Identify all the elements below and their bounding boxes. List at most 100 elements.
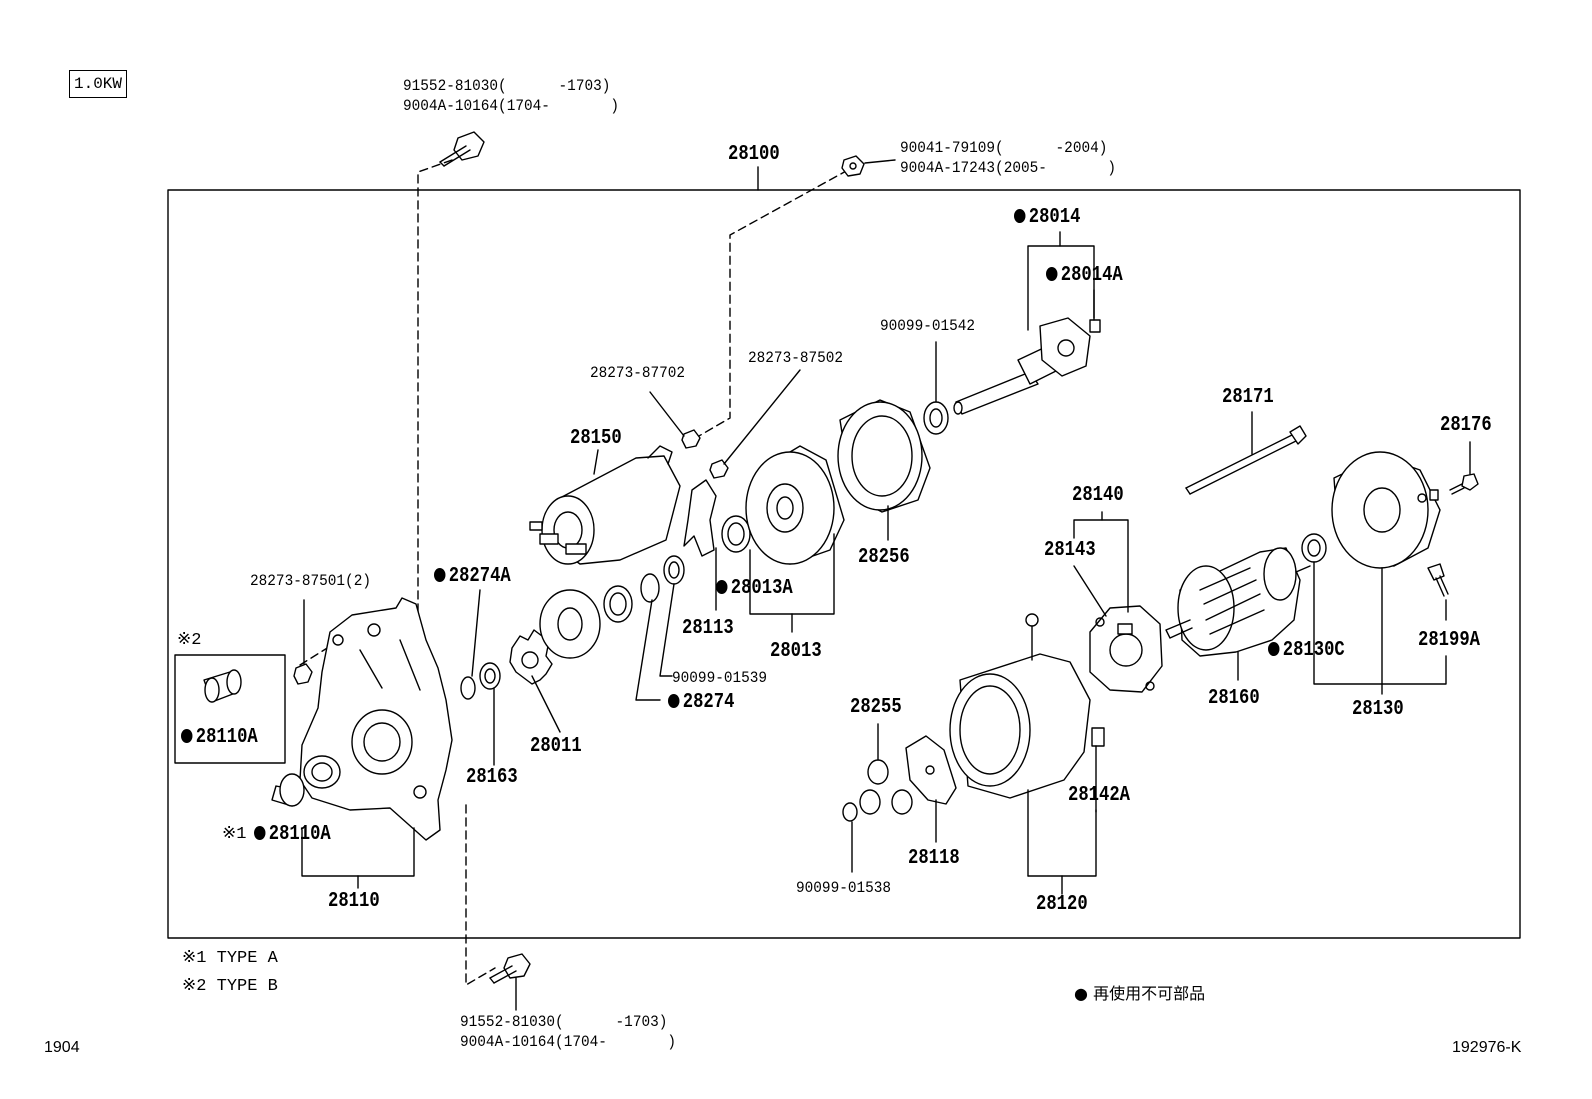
part-28140: 28140 xyxy=(1072,484,1124,507)
non-reusable-icon xyxy=(181,729,193,743)
footer-left-code: 1904 xyxy=(44,1039,80,1056)
washer-90099-01542-icon xyxy=(923,401,949,435)
part-28199A: 28199A xyxy=(1418,629,1481,652)
part-28110A-type-b: 28110A xyxy=(181,727,258,748)
non-reusable-icon xyxy=(254,826,266,840)
through-bolt-icon xyxy=(1185,425,1307,495)
non-reusable-icon xyxy=(716,580,728,594)
part-28130C: 28130C xyxy=(1268,640,1345,661)
yoke-icon xyxy=(949,613,1105,799)
non-reusable-icon xyxy=(1014,209,1026,223)
legend-text: 再使用不可部品 xyxy=(1093,984,1206,1003)
screw-28199A-icon xyxy=(1427,563,1449,597)
part-28273-87501: 28273-87501(2) xyxy=(250,572,371,590)
part-28014A: 28014A xyxy=(1046,265,1123,286)
pinion-gear-icon xyxy=(509,629,553,685)
nut-top-label-1: 90041-79109( -2004) xyxy=(900,139,1108,157)
part-28273-87502: 28273-87502 xyxy=(748,349,844,367)
part-28143: 28143 xyxy=(1044,539,1096,562)
type-b-box xyxy=(174,654,286,764)
part-28255: 28255 xyxy=(850,696,902,719)
part-28273-87702: 28273-87702 xyxy=(590,364,686,382)
part-28120: 28120 xyxy=(1036,893,1088,916)
type-a-mark: ※1 xyxy=(222,825,247,844)
part-28013: 28013 xyxy=(770,640,822,663)
brush-holder-icon xyxy=(1089,605,1163,693)
plate-28118-icon xyxy=(905,735,957,805)
planet-gears-icon xyxy=(842,759,913,822)
lever-icon xyxy=(683,479,717,557)
type-b-mark: ※2 xyxy=(177,631,202,650)
non-reusable-icon xyxy=(668,694,680,708)
part-28013A-text: 28013A xyxy=(730,577,793,600)
nut-87502-icon xyxy=(709,459,729,479)
part-28274-text: 28274 xyxy=(682,691,735,714)
internal-gear-icon xyxy=(837,399,931,513)
bolt-top-label-1: 91552-81030( -1703) xyxy=(403,77,611,95)
bearing-28130C-icon xyxy=(1301,533,1327,563)
part-28130C-text: 28130C xyxy=(1282,639,1345,662)
part-28014: 28014 xyxy=(1014,207,1080,228)
part-28014-text: 28014 xyxy=(1028,206,1081,229)
part-28110: 28110 xyxy=(328,890,380,913)
part-28274: 28274 xyxy=(668,692,734,713)
armature-icon xyxy=(1165,547,1311,657)
part-28110A-type-b-text: 28110A xyxy=(195,726,258,749)
screw-28176-icon xyxy=(1449,473,1479,495)
part-28274A: 28274A xyxy=(434,566,511,587)
part-28163: 28163 xyxy=(466,766,518,789)
engine-tag: 1.0KW xyxy=(69,70,128,98)
part-28118: 28118 xyxy=(908,847,960,870)
part-28110A-type-a-text: 28110A xyxy=(268,823,331,846)
part-28011: 28011 xyxy=(530,735,582,758)
type-b-note: ※2 TYPE B xyxy=(182,977,278,996)
part-90099-01542: 90099-01542 xyxy=(880,317,976,335)
part-28142A: 28142A xyxy=(1068,784,1131,807)
part-28110A-type-a: 28110A xyxy=(254,824,331,845)
nut-87702-icon xyxy=(681,429,701,449)
bolt-bottom-label-2: 9004A-10164(1704- ) xyxy=(460,1033,677,1051)
washer-28163-icon xyxy=(479,662,501,690)
bolt-bottom-icon xyxy=(489,953,531,1011)
part-28014A-text: 28014A xyxy=(1060,264,1123,287)
bolt-top-label-2: 9004A-10164(1704- ) xyxy=(403,97,620,115)
non-reusable-icon xyxy=(1268,642,1280,656)
part-28113: 28113 xyxy=(682,617,734,640)
part-28150: 28150 xyxy=(570,427,622,450)
clutch-bearing-icon xyxy=(539,585,633,659)
bolt-top-icon xyxy=(439,131,485,167)
type-a-note: ※1 TYPE A xyxy=(182,949,278,968)
assembly-frame xyxy=(167,189,1521,939)
solenoid-icon xyxy=(529,445,681,565)
part-28274A-text: 28274A xyxy=(448,565,511,588)
washer-90099-01539-icon xyxy=(663,555,685,585)
nut-top-label-2: 9004A-17243(2005- ) xyxy=(900,159,1117,177)
pin-28014A-icon xyxy=(1089,319,1101,333)
part-28256: 28256 xyxy=(858,546,910,569)
bearing-28013A-icon xyxy=(721,515,751,553)
part-28013A: 28013A xyxy=(716,578,793,599)
drive-housing-icon xyxy=(271,597,453,841)
output-shaft-icon xyxy=(953,317,1091,415)
part-28130: 28130 xyxy=(1352,698,1404,721)
part-90099-01539: 90099-01539 xyxy=(672,669,768,687)
part-28171: 28171 xyxy=(1222,386,1274,409)
bolt-bottom-label-1: 91552-81030( -1703) xyxy=(460,1013,668,1031)
ring-28274-icon xyxy=(640,573,660,603)
part-90099-01538: 90099-01538 xyxy=(796,879,892,897)
nut-top-icon xyxy=(841,155,865,177)
assembly-number: 28100 xyxy=(728,143,780,166)
nut-87501-icon xyxy=(293,663,313,685)
part-28160: 28160 xyxy=(1208,687,1260,710)
dashed-leaders xyxy=(299,159,849,986)
planetary-cover-icon xyxy=(745,445,845,565)
bushing-icon xyxy=(203,669,242,703)
legend-symbol: ● xyxy=(1074,984,1088,1003)
part-28176: 28176 xyxy=(1440,414,1492,437)
end-frame-icon xyxy=(1331,451,1441,569)
snap-ring-28274A-icon xyxy=(460,676,476,700)
non-reusable-icon xyxy=(1046,267,1058,281)
legend: ● 再使用不可部品 xyxy=(1074,986,1205,1002)
